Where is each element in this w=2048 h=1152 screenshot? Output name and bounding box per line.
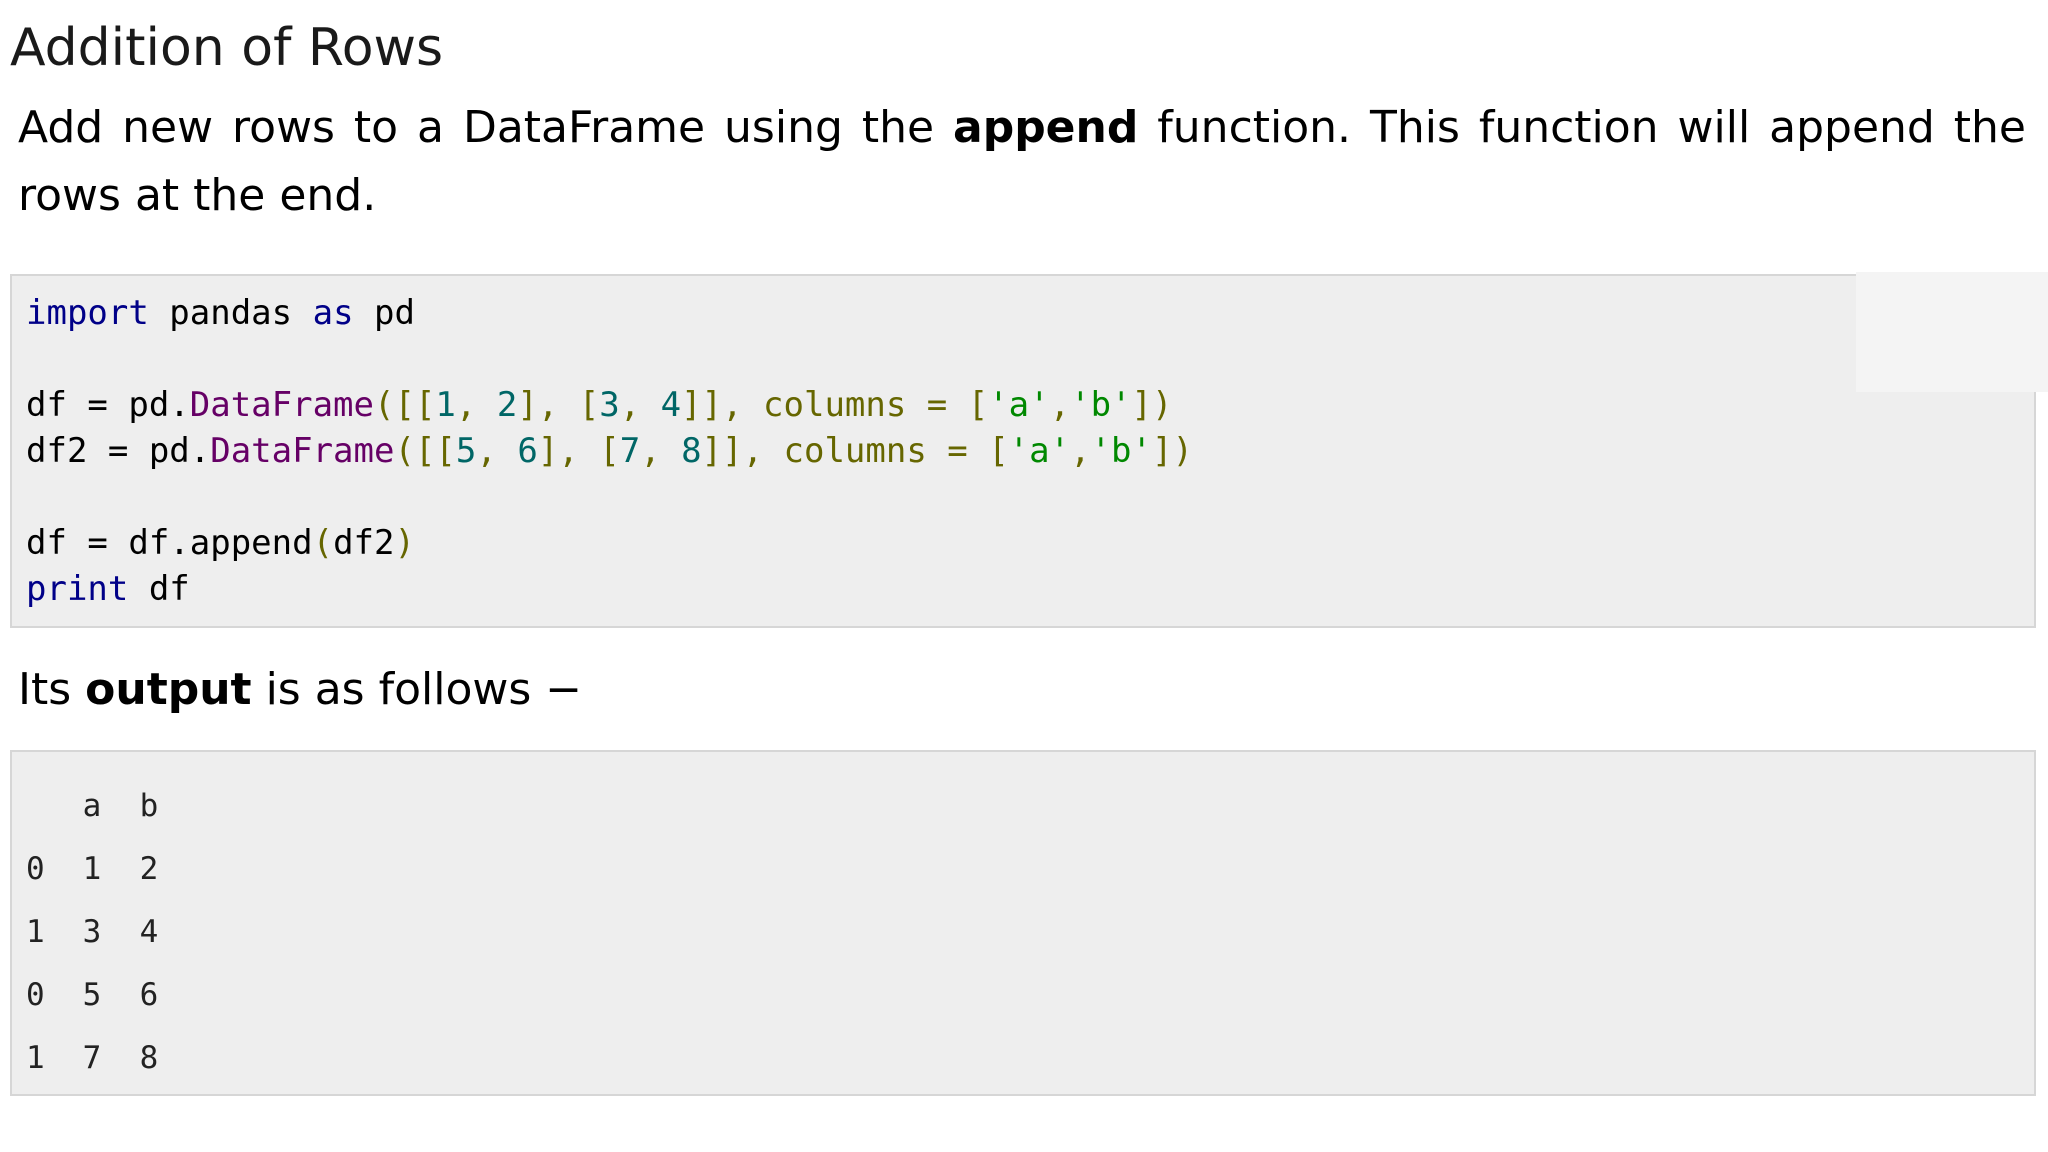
output-intro-bold: output xyxy=(85,664,252,715)
output-intro-text-after: is as follows − xyxy=(251,664,583,715)
intro-text-before: Add new rows to a DataFrame using the xyxy=(18,102,953,153)
output-intro-paragraph: Its output is as follows − xyxy=(18,656,2026,724)
row-index: 0 xyxy=(26,976,45,1013)
code-line-df: df = pd.DataFrame([[1, 2], [3, 4]], colu… xyxy=(26,385,1173,425)
table-row: 1 3 4 xyxy=(26,900,164,963)
cell-a: 3 xyxy=(82,913,102,950)
intro-paragraph: Add new rows to a DataFrame using the ap… xyxy=(18,94,2026,230)
output-intro-text-before: Its xyxy=(18,664,86,715)
table-row: 0 5 6 xyxy=(26,963,164,1026)
row-index: 1 xyxy=(26,913,45,950)
cell-b: 2 xyxy=(139,850,159,887)
code-corner-overlay xyxy=(1856,272,2048,392)
output-index-header xyxy=(26,774,50,837)
cell-a: 1 xyxy=(82,850,102,887)
code-line-blank xyxy=(26,336,1193,382)
code-line-print: print df xyxy=(26,569,190,609)
table-row: 1 7 8 xyxy=(26,1026,164,1089)
output-block[interactable]: a b 0 1 2 1 3 4 0 5 6 1 7 8 xyxy=(10,750,2036,1096)
code-line-append: df = df.append(df2) xyxy=(26,523,415,563)
code-line-import: import pandas as pd xyxy=(26,293,415,333)
row-index: 0 xyxy=(26,850,45,887)
intro-text-after: function. This function will append the … xyxy=(18,102,2026,221)
code-line-df2: df2 = pd.DataFrame([[5, 6], [7, 8]], col… xyxy=(26,431,1193,471)
page-title: Addition of Rows xyxy=(10,18,444,78)
cell-b: 8 xyxy=(139,1039,159,1076)
table-row: 0 1 2 xyxy=(26,837,164,900)
cell-a: 7 xyxy=(82,1039,102,1076)
code-line-blank xyxy=(26,474,1193,520)
output-column-header-b: b xyxy=(139,787,159,824)
cell-b: 4 xyxy=(139,913,159,950)
intro-bold-append: append xyxy=(953,102,1139,153)
cell-b: 6 xyxy=(139,976,159,1013)
output-table: a b 0 1 2 1 3 4 0 5 6 1 7 8 xyxy=(26,774,164,1089)
cell-a: 5 xyxy=(82,976,102,1013)
output-column-header-a: a xyxy=(82,787,102,824)
output-header-row: a b xyxy=(26,774,164,837)
row-index: 1 xyxy=(26,1039,45,1076)
source-code-block[interactable]: import pandas as pd df = pd.DataFrame([[… xyxy=(10,274,2036,628)
